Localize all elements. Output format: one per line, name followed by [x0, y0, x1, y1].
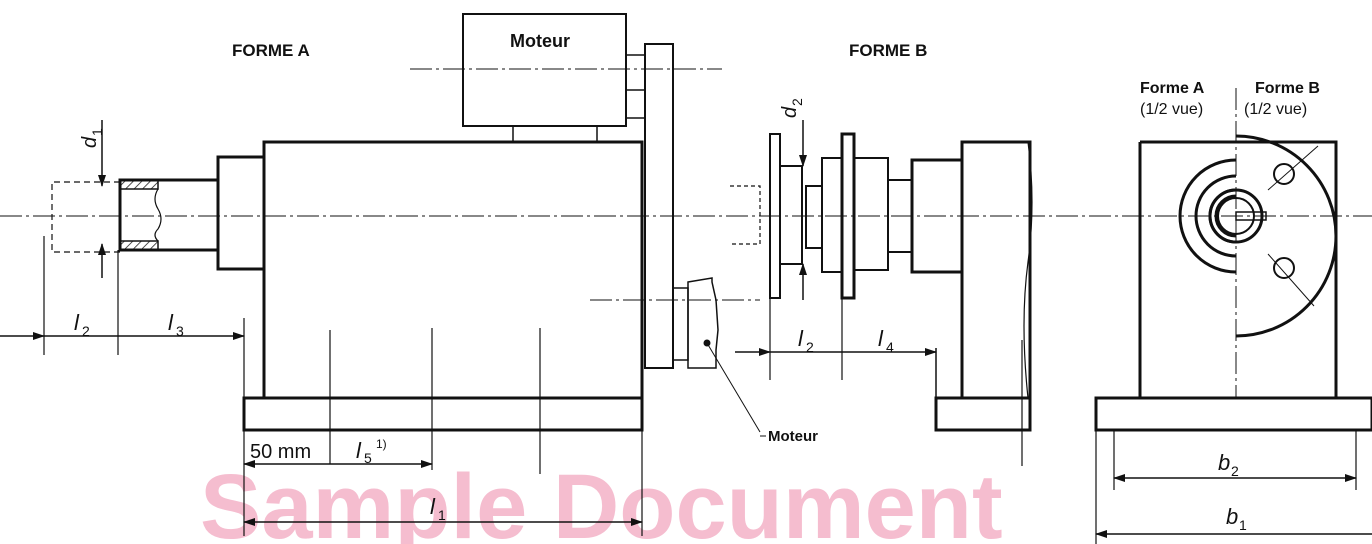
svg-text:d: d [779, 106, 801, 118]
svg-text:l: l [878, 326, 884, 351]
bolt-bottom [1273, 257, 1295, 279]
svg-text:l: l [74, 310, 80, 335]
end-view-forme-a-sub: (1/2 vue) [1140, 101, 1203, 118]
svg-text:l: l [430, 494, 436, 519]
forme-a-hub [216, 155, 266, 271]
dim-label-b2: b 2 [1218, 450, 1239, 479]
svg-text:d: d [79, 136, 101, 148]
dim-label-50mm: 50 mm [250, 441, 311, 463]
svg-text:1): 1) [376, 437, 387, 451]
forme-a-shaft [118, 178, 220, 252]
forme-a-flange-plate [644, 43, 674, 369]
svg-text:2: 2 [82, 323, 90, 339]
dim-label-l4: l 4 [878, 326, 894, 355]
title-forme-b: FORME B [849, 41, 927, 60]
end-view-forme-a-label: Forme A [1140, 80, 1205, 97]
dim-label-l2-b: l 2 [798, 326, 814, 355]
forme-a-shaft-hatch-top [119, 179, 159, 190]
end-view-forme-b-sub: (1/2 vue) [1244, 101, 1307, 118]
svg-text:2: 2 [1231, 463, 1239, 479]
end-view-base [1094, 396, 1372, 432]
end-view [1094, 134, 1372, 544]
svg-text:b: b [1226, 504, 1238, 529]
forme-a-base [242, 396, 644, 432]
forme-b-base [934, 396, 1032, 432]
svg-text:5: 5 [364, 450, 372, 466]
svg-text:l: l [356, 438, 362, 463]
forme-a-view [51, 13, 761, 433]
svg-text:l: l [798, 326, 804, 351]
forme-a-shaft-hatch-bottom [119, 240, 159, 251]
forme-a-housing [262, 140, 644, 400]
dim-label-b1: b 1 [1226, 504, 1247, 533]
svg-text:b: b [1218, 450, 1230, 475]
svg-text:1: 1 [1239, 517, 1247, 533]
svg-text:2: 2 [789, 98, 805, 106]
svg-text:1: 1 [438, 507, 446, 523]
center-lines [0, 68, 1372, 398]
svg-text:3: 3 [176, 323, 184, 339]
dim-label-d2: d 2 [779, 98, 805, 118]
svg-text:l: l [168, 310, 174, 335]
dim-label-l3: l 3 [168, 310, 184, 339]
forme-b-view [730, 132, 1033, 432]
dim-label-l1: l 1 [430, 494, 446, 523]
svg-text:2: 2 [806, 339, 814, 355]
side-motor [687, 277, 719, 369]
dim-label-d1: d 1 [79, 128, 105, 148]
forme-a-motor [462, 13, 627, 127]
watermark: Sample Document [200, 456, 1003, 544]
svg-text:4: 4 [886, 339, 894, 355]
title-forme-a: FORME A [232, 41, 310, 60]
side-motor-label: Moteur [768, 428, 818, 445]
forme-b-housing [960, 140, 1032, 400]
dim-label-l2-a: l 2 [74, 310, 90, 339]
end-view-forme-b-label: Forme B [1255, 80, 1320, 97]
dim-label-l5: l 5 1) [356, 437, 387, 466]
top-motor-label: Moteur [510, 31, 570, 51]
bolt-top [1273, 163, 1295, 185]
svg-text:1: 1 [89, 128, 105, 136]
